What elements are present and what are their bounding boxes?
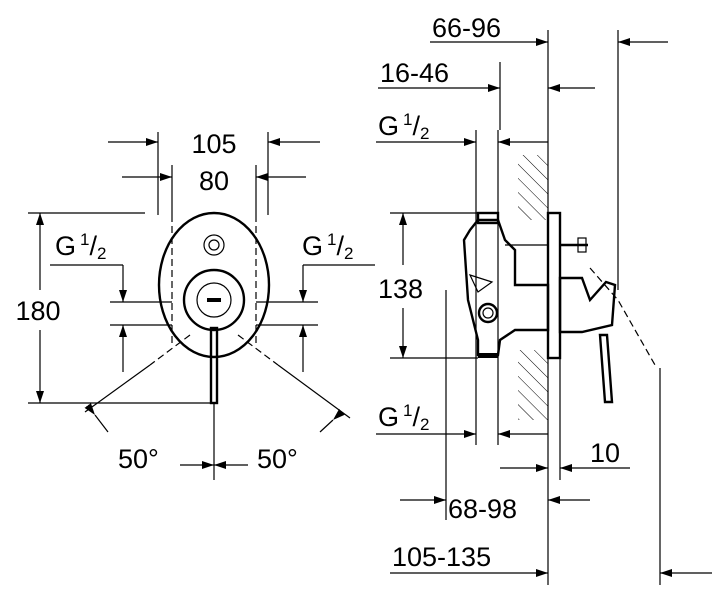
dim-width-105: 105 (191, 129, 236, 159)
wall-hatch-bottom (518, 350, 548, 420)
dim-66-96: 66-96 (432, 13, 501, 43)
cover-plate-outline (157, 211, 271, 359)
wall-plate (546, 211, 562, 360)
dim-width-80: 80 (199, 166, 229, 196)
dim-10: 10 (590, 438, 620, 468)
lever-side (598, 333, 614, 404)
handle-side (558, 276, 617, 334)
lever (209, 326, 219, 405)
dim-105-135: 105-135 (392, 542, 491, 572)
dim-height-138: 138 (378, 274, 423, 304)
wall-hatch-top (518, 155, 548, 220)
dim-height-180: 180 (15, 296, 60, 326)
valve-body (462, 218, 550, 357)
top-port-circle (203, 234, 225, 256)
angle-left-50: 50° (118, 444, 159, 474)
dim-16-46: 16-46 (380, 58, 449, 88)
dim-68-98: 68-98 (448, 494, 517, 524)
angle-right-50: 50° (257, 444, 298, 474)
handle-rosette (182, 268, 246, 332)
